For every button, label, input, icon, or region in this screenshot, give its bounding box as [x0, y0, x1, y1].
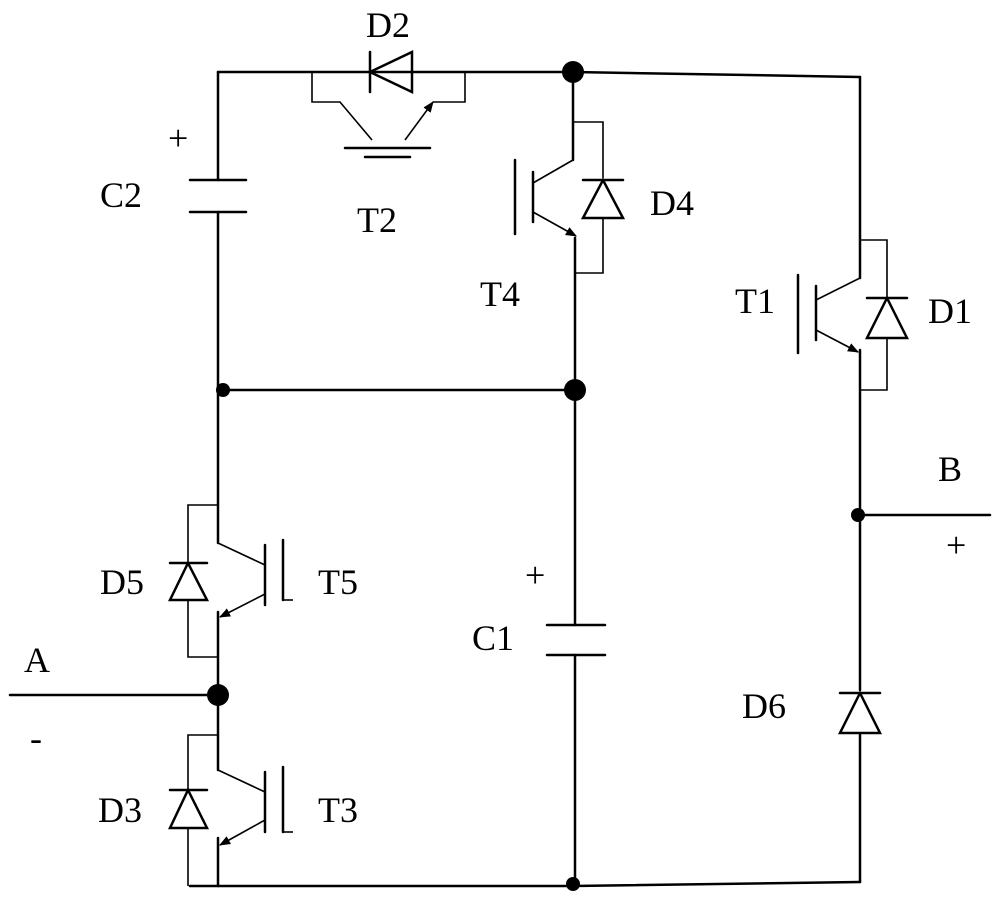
junction-dot	[207, 684, 229, 706]
capacitor-c2	[188, 178, 248, 214]
label-b: B	[938, 449, 962, 489]
junction-dot	[566, 877, 580, 891]
transistor-t5	[217, 538, 293, 618]
label-d4: D4	[650, 183, 694, 223]
labels: D2 T2 C2 + D4 T4 T1 D1 B + D5 T5 + C1 A …	[24, 5, 972, 830]
b-plus-sign: +	[946, 525, 966, 565]
junction-dot	[562, 61, 584, 83]
label-d5: D5	[100, 562, 144, 602]
label-t5: T5	[318, 562, 358, 602]
wire-top-right	[571, 70, 862, 79]
diode-d6	[837, 690, 883, 735]
junction-dot	[216, 383, 230, 397]
diode-d2	[367, 50, 414, 94]
label-d2: D2	[366, 5, 410, 45]
label-d6: D6	[742, 686, 786, 726]
transistor-t2	[311, 72, 466, 159]
junction-dot	[564, 379, 586, 401]
label-t4: T4	[480, 274, 520, 314]
label-c2: C2	[100, 175, 142, 215]
transistor-t3	[217, 765, 293, 846]
label-t2: T2	[357, 200, 397, 240]
label-c1: C1	[472, 618, 514, 658]
label-t1: T1	[735, 281, 775, 321]
diode-d4	[573, 121, 626, 274]
diode-d5	[168, 504, 218, 658]
label-d3: D3	[98, 790, 142, 830]
label-t3: T3	[318, 790, 358, 830]
c1-plus-sign: +	[525, 555, 545, 595]
wire-bottom-right	[571, 880, 862, 888]
transistor-t4	[513, 158, 577, 237]
a-minus-sign: -	[30, 718, 42, 758]
label-a: A	[24, 640, 50, 680]
junctions	[207, 61, 865, 891]
wires	[8, 70, 992, 888]
diode-d1	[860, 239, 910, 391]
junction-dot	[851, 508, 865, 522]
capacitor-c1	[545, 623, 607, 657]
label-d1: D1	[928, 291, 972, 331]
diode-d3	[168, 734, 218, 886]
transistor-t1	[796, 273, 861, 355]
c2-plus-sign: +	[168, 118, 188, 158]
